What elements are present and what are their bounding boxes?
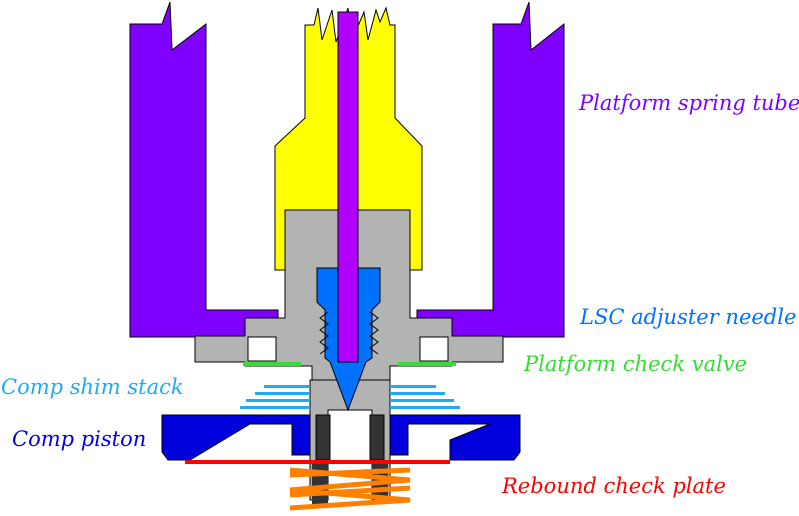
- port-right: [419, 336, 449, 362]
- spring-tube-right: [416, 1, 565, 338]
- adjuster-needle: [337, 11, 359, 363]
- needle-thread: [319, 311, 379, 355]
- check-valve-right: [398, 362, 456, 366]
- rebound-check-plate: [185, 460, 450, 464]
- label-platform-spring-tube: Platform spring tube: [579, 91, 799, 115]
- comp-piston-right: [389, 414, 521, 461]
- spring-tube-left: [129, 1, 279, 338]
- comp-shim-stack: [240, 385, 460, 409]
- label-platform-check-valve: Platform check valve: [524, 352, 748, 376]
- label-rebound-check-plate: Rebound check plate: [502, 474, 726, 498]
- rod-thread-left: [315, 414, 331, 461]
- rebound-spring: [289, 464, 411, 511]
- check-valve-left: [243, 362, 301, 366]
- label-comp-shim-stack: Comp shim stack: [1, 375, 184, 399]
- label-comp-piston: Comp piston: [12, 427, 147, 451]
- label-lsc-adjuster-needle: LSC adjuster needle: [580, 305, 797, 329]
- comp-piston-left: [161, 414, 311, 461]
- port-left: [247, 336, 277, 362]
- rod-thread-right: [369, 414, 385, 461]
